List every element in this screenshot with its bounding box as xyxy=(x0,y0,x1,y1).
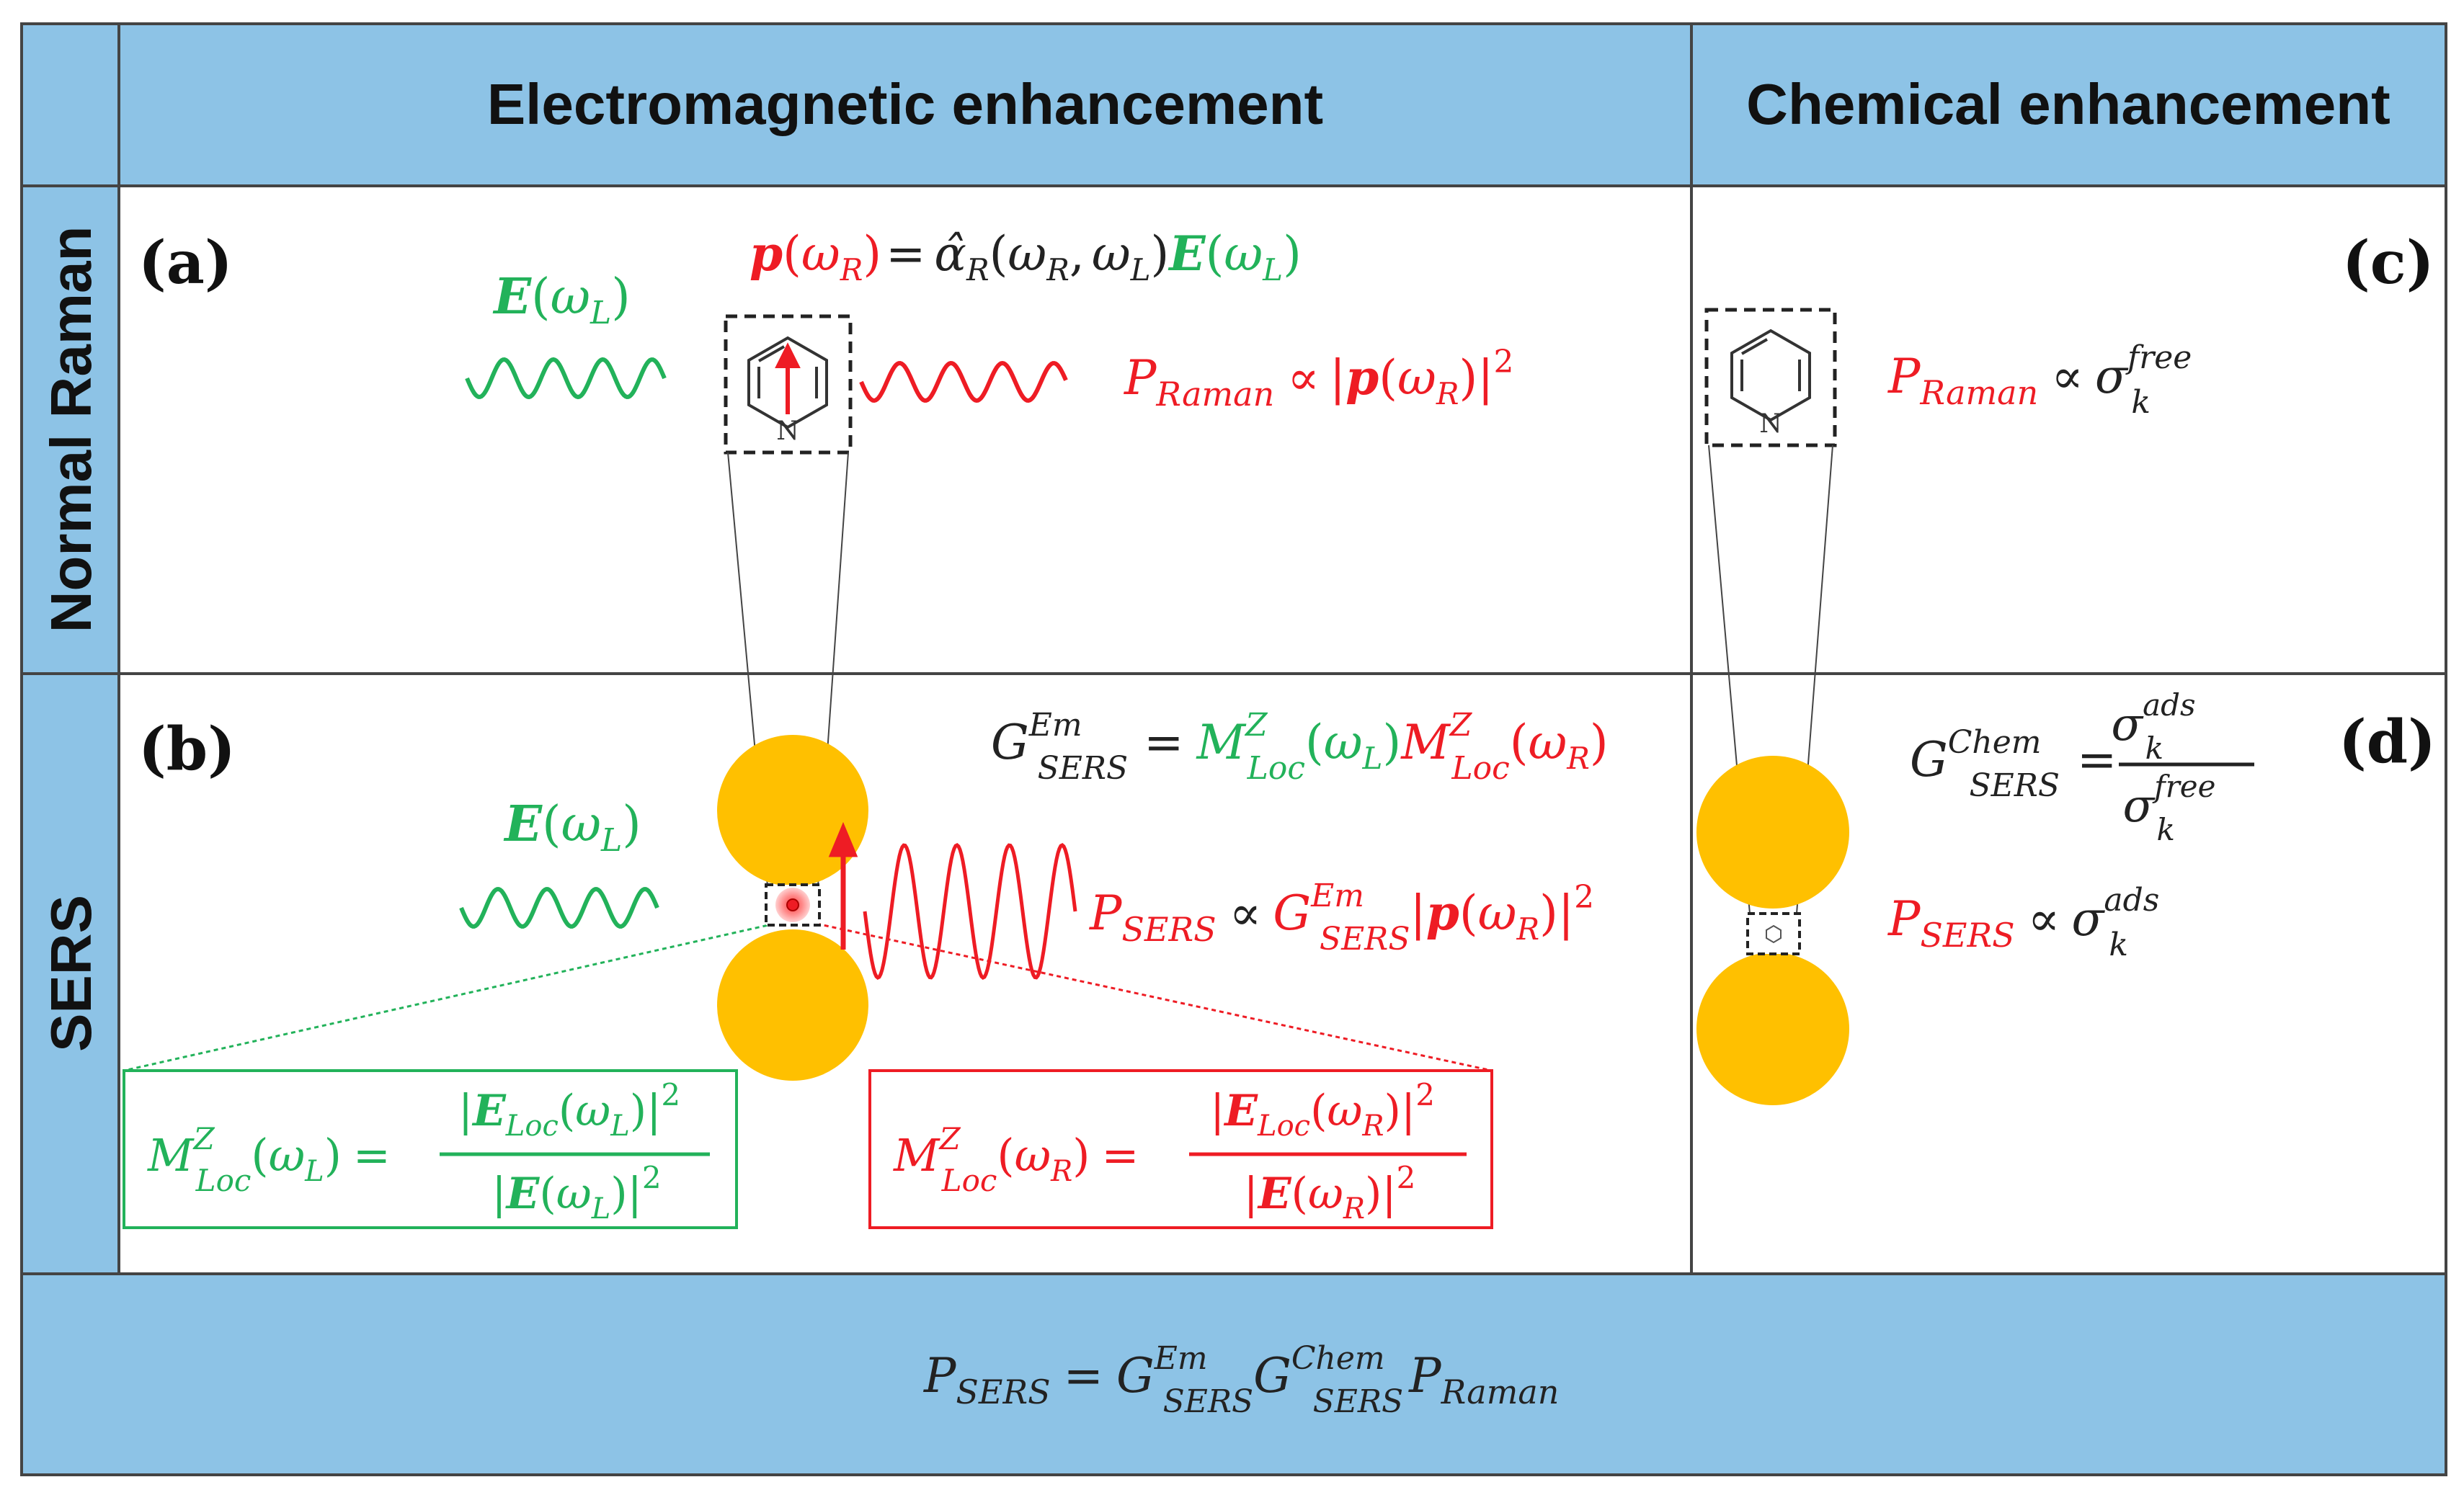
nitrogen-atom-label-a: N xyxy=(776,416,799,446)
panel-label-c: (c) xyxy=(2342,228,2434,298)
panel-label-a: (a) xyxy=(138,228,233,298)
zoom-projection-line-red xyxy=(816,922,1493,1072)
pyridine-molecule-icon xyxy=(1730,329,1811,422)
bottom-formula-band xyxy=(22,1274,2446,1475)
incident-wave-a xyxy=(465,357,667,400)
chem-enhancement-header: Chemical enhancement xyxy=(1746,72,2390,136)
incident-field-label-b: E(ωL) xyxy=(503,795,641,859)
gold-nanoparticle-icon xyxy=(1696,756,1849,909)
incident-wave-b xyxy=(459,887,659,929)
gold-nanoparticle-icon xyxy=(717,735,868,886)
svg-text:|ELoc(ωL)|2: |ELoc(ωL)|2 xyxy=(458,1077,680,1143)
induced-dipole-formula: p(ωR)=α̂R(ωR,ωL)E(ωL) xyxy=(750,226,1302,287)
svg-text:|E(ωL)|2: |E(ωL)|2 xyxy=(492,1160,661,1226)
top-header-band xyxy=(22,24,2446,186)
enhanced-scattered-wave-b xyxy=(863,843,1077,980)
zoom-projection-line-green xyxy=(123,922,775,1072)
sers-row-header: SERS xyxy=(39,895,103,1052)
gold-nanoparticle-icon xyxy=(717,929,868,1081)
nitrogen-atom-label-c: N xyxy=(1759,409,1782,439)
left-header-band xyxy=(22,186,119,1274)
panel-label-b: (b) xyxy=(138,715,236,784)
em-enhancement-header: Electromagnetic enhancement xyxy=(487,72,1323,136)
scattered-wave-a xyxy=(859,360,1068,403)
local-field-box-laser xyxy=(123,1069,738,1229)
gold-nanoparticle-icon xyxy=(1696,952,1849,1105)
table-grid xyxy=(20,22,2447,1476)
dipole-arrow-icon xyxy=(828,821,858,950)
dipole-arrow-icon xyxy=(775,342,801,414)
molecule-hexagon-d xyxy=(1766,924,1782,944)
molecule-dot-b xyxy=(786,898,799,911)
normal-raman-row-header: Normal Raman xyxy=(39,226,103,633)
incident-field-label-a: E(ωL) xyxy=(492,268,631,331)
local-field-box-raman xyxy=(868,1069,1493,1229)
svg-text:|ELoc(ωR)|2: |ELoc(ωR)|2 xyxy=(1210,1077,1435,1143)
svg-text:|E(ωR)|2: |E(ωR)|2 xyxy=(1244,1160,1416,1226)
molecule-zoom-box-c xyxy=(1704,308,1837,447)
panel-label-d: (d) xyxy=(2339,708,2436,777)
pyridine-molecule-icon xyxy=(747,336,828,429)
raman-power-formula-a: PRaman∝|p(ωR)|2 xyxy=(1124,344,1514,414)
molecule-zoom-box-d xyxy=(1746,912,1801,955)
